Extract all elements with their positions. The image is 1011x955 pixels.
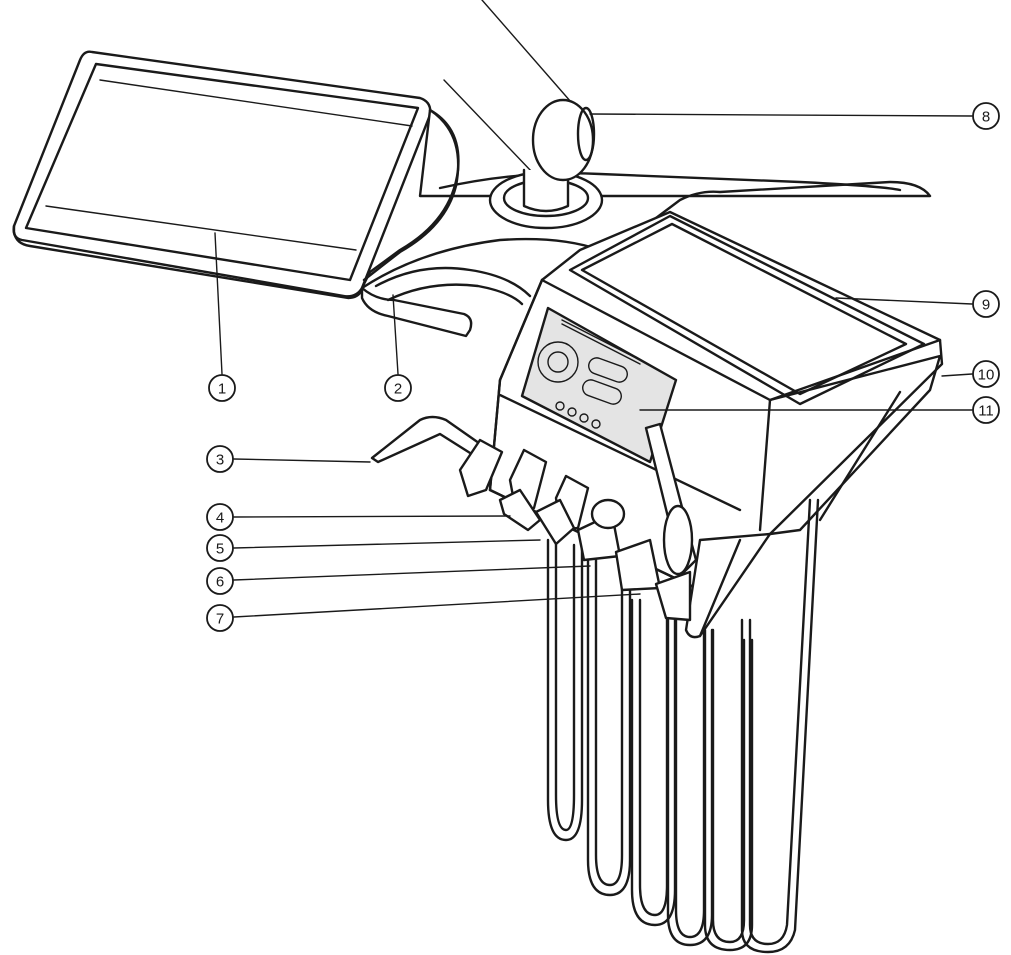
callout-label-6: 6 bbox=[216, 574, 224, 591]
callout-label-11: 11 bbox=[978, 403, 994, 420]
callout-11: 11 bbox=[972, 396, 1000, 424]
callout-7: 7 bbox=[206, 604, 234, 632]
callout-label-10: 10 bbox=[978, 367, 995, 384]
callout-label-7: 7 bbox=[216, 611, 224, 628]
callout-10: 10 bbox=[972, 360, 1000, 388]
callout-6: 6 bbox=[206, 567, 234, 595]
callout-5: 5 bbox=[206, 534, 234, 562]
callout-2: 2 bbox=[384, 374, 412, 402]
tray-icon bbox=[12, 50, 432, 300]
callout-9: 9 bbox=[972, 290, 1000, 318]
callout-label-4: 4 bbox=[216, 510, 224, 527]
callout-label-9: 9 bbox=[982, 297, 990, 314]
callout-label-5: 5 bbox=[216, 541, 224, 558]
right-tray-icon bbox=[568, 214, 926, 406]
leader-lines bbox=[214, 113, 973, 618]
instrument-holder-icon bbox=[370, 415, 698, 622]
callout-label-8: 8 bbox=[982, 109, 990, 126]
lamp-icon bbox=[443, 0, 604, 230]
callout-label-2: 2 bbox=[394, 381, 402, 398]
callout-label-3: 3 bbox=[216, 452, 224, 469]
callout-1: 1 bbox=[208, 374, 236, 402]
handle-icon bbox=[360, 266, 532, 338]
hoses-icon bbox=[546, 498, 820, 954]
touch-screen-icon bbox=[520, 306, 678, 464]
callout-4: 4 bbox=[206, 503, 234, 531]
callout-3: 3 bbox=[206, 445, 234, 473]
console-body-icon bbox=[488, 210, 944, 639]
callout-label-1: 1 bbox=[218, 381, 226, 398]
callout-8: 8 bbox=[972, 102, 1000, 130]
